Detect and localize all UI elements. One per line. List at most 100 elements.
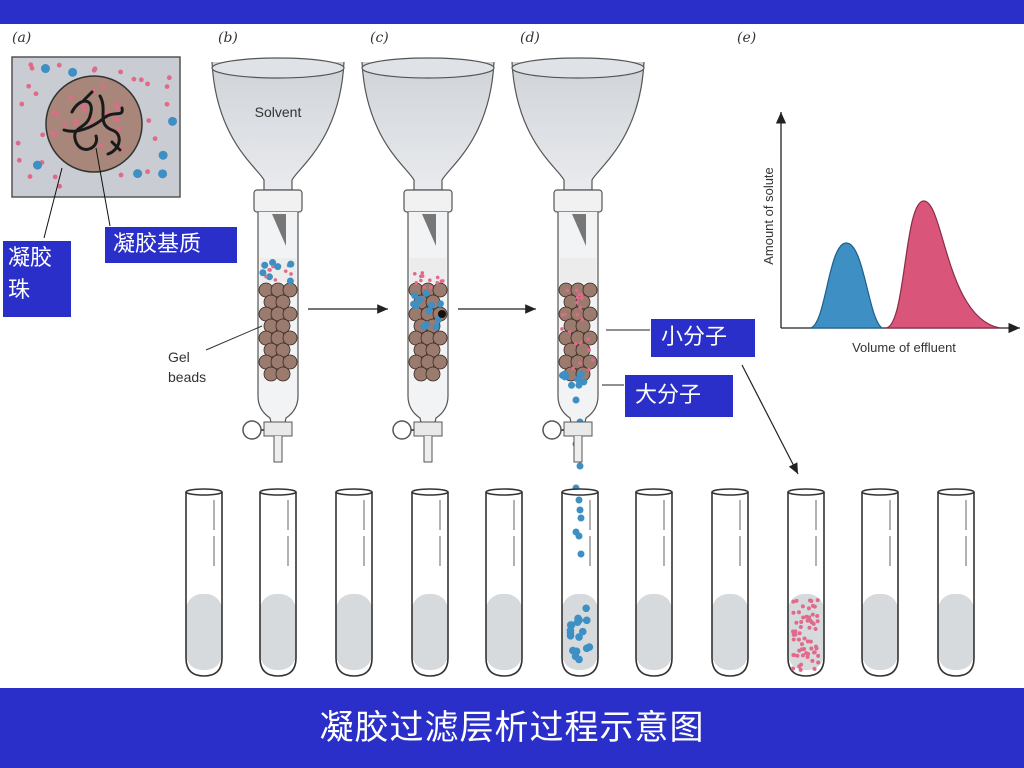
small-molecule-dot xyxy=(264,274,268,279)
stopcock xyxy=(563,421,593,437)
tube-liquid xyxy=(636,594,672,670)
small-molecule-dot xyxy=(805,655,810,660)
large-molecule-dot xyxy=(287,260,295,268)
gel-bead-inset xyxy=(11,56,181,239)
small-molecule-dot xyxy=(574,341,578,346)
small-molecule-dot xyxy=(112,116,118,121)
tube-glass xyxy=(335,492,373,677)
large-molecule-dot xyxy=(436,300,444,308)
small-molecule-dot xyxy=(578,361,583,365)
funnel xyxy=(211,61,345,191)
small-molecule-dot xyxy=(440,279,445,283)
gel-bead-cn-line2: 珠 xyxy=(8,278,31,303)
tube-glass xyxy=(861,492,899,677)
small-molecule-dot xyxy=(587,367,591,372)
small-molecule-dot xyxy=(580,317,584,322)
large-molecule-dot xyxy=(432,323,440,331)
test-tube xyxy=(561,488,599,677)
outlet-tip xyxy=(272,214,286,246)
large-molecule-dot xyxy=(286,277,294,285)
gel-bead-cn-line1: 凝胶 xyxy=(8,246,53,271)
small-molecule-dot xyxy=(811,621,816,626)
large-molecule-dot xyxy=(410,300,418,308)
small-molecule-dot xyxy=(560,327,564,331)
outlet-tip xyxy=(572,214,586,246)
small-molecule-dot xyxy=(580,296,584,300)
small-molecule-dot xyxy=(812,604,817,609)
large-molecule-dot xyxy=(416,296,424,304)
test-tube xyxy=(861,488,899,677)
test-tube xyxy=(485,488,523,677)
tube-rim xyxy=(711,488,749,496)
stopcock-handle xyxy=(242,420,262,440)
small-molecule-dot xyxy=(810,658,815,663)
small-molecule-dot xyxy=(15,140,21,146)
small-molecule-dot xyxy=(33,91,39,97)
small-molecule-cn-label: 小分子 xyxy=(650,318,756,358)
small-molecule-dot xyxy=(435,275,440,280)
small-molecule-dot xyxy=(578,305,583,310)
small-molecule-dot xyxy=(791,637,796,642)
tube-liquid xyxy=(938,594,974,670)
graph-xlabel: Volume of effluent xyxy=(852,340,956,355)
column-stopper xyxy=(553,189,603,213)
gel-matrix-strands xyxy=(62,90,124,156)
small-molecule-dot xyxy=(73,121,78,126)
small-molecule-dot xyxy=(798,625,803,630)
tube-liquid xyxy=(862,594,898,670)
small-molecule-dot xyxy=(412,271,417,276)
tube-rim xyxy=(411,488,449,496)
top-banner xyxy=(0,0,1024,24)
small-molecule-dot xyxy=(560,312,565,317)
test-tube-row xyxy=(185,488,975,677)
large-molecule-dot xyxy=(575,633,583,641)
test-tube xyxy=(937,488,975,677)
large-molecule-dot xyxy=(582,604,590,613)
tube-rim xyxy=(485,488,523,496)
stopcock-handle xyxy=(392,420,412,440)
gel-bead xyxy=(432,330,448,346)
small-molecule-dot xyxy=(808,639,813,644)
small-molecule-dot xyxy=(166,75,172,81)
large-molecule-dot xyxy=(566,629,575,637)
large-molecule-dot xyxy=(158,169,168,179)
small-molecule-dot xyxy=(91,67,97,73)
small-molecule-dot xyxy=(809,599,814,604)
tube-glass xyxy=(787,492,825,677)
small-molecule-dot xyxy=(813,644,818,649)
column-c xyxy=(361,57,495,463)
small-molecule-dot xyxy=(795,653,800,658)
outlet-tip xyxy=(422,214,436,246)
small-molecule-dot xyxy=(799,642,804,647)
large-molecule-dot xyxy=(259,269,267,277)
small-molecule-dot xyxy=(28,62,34,68)
small-molecule-dot xyxy=(19,101,25,107)
large-molecule-drop xyxy=(575,532,583,540)
test-tube xyxy=(635,488,673,677)
small-molecule-dot xyxy=(800,604,805,609)
small-molecule-dot xyxy=(51,110,57,115)
large-molecule-dot xyxy=(582,616,591,625)
small-molecule-dot xyxy=(807,625,812,630)
small-molecule-dot xyxy=(805,618,810,623)
large-molecule-drop xyxy=(576,462,584,470)
panel-label-b: (b) xyxy=(218,30,238,46)
small-molecule-dot xyxy=(807,615,812,620)
column-b xyxy=(211,57,345,463)
large-molecule-dot xyxy=(580,378,588,386)
large-molecule-dot xyxy=(422,321,430,329)
large-molecule-dot xyxy=(582,644,591,653)
large-molecule-drop xyxy=(576,506,584,514)
stopcock xyxy=(413,421,443,437)
small-molecule-dot xyxy=(114,101,119,106)
large-molecule-dot xyxy=(133,169,143,179)
gel-beads-label-line2: beads xyxy=(168,369,206,385)
tube-rim xyxy=(561,488,599,496)
gel-bead-cn-label: 凝胶 珠 xyxy=(2,240,72,318)
small-molecule-dot xyxy=(792,653,797,658)
large-molecule-dot xyxy=(578,627,587,636)
large-molecule-drop xyxy=(572,396,580,404)
arrow-to-small-molecule-tube xyxy=(741,364,799,475)
small-molecule-dot xyxy=(414,280,419,285)
gel-bead xyxy=(282,330,298,346)
